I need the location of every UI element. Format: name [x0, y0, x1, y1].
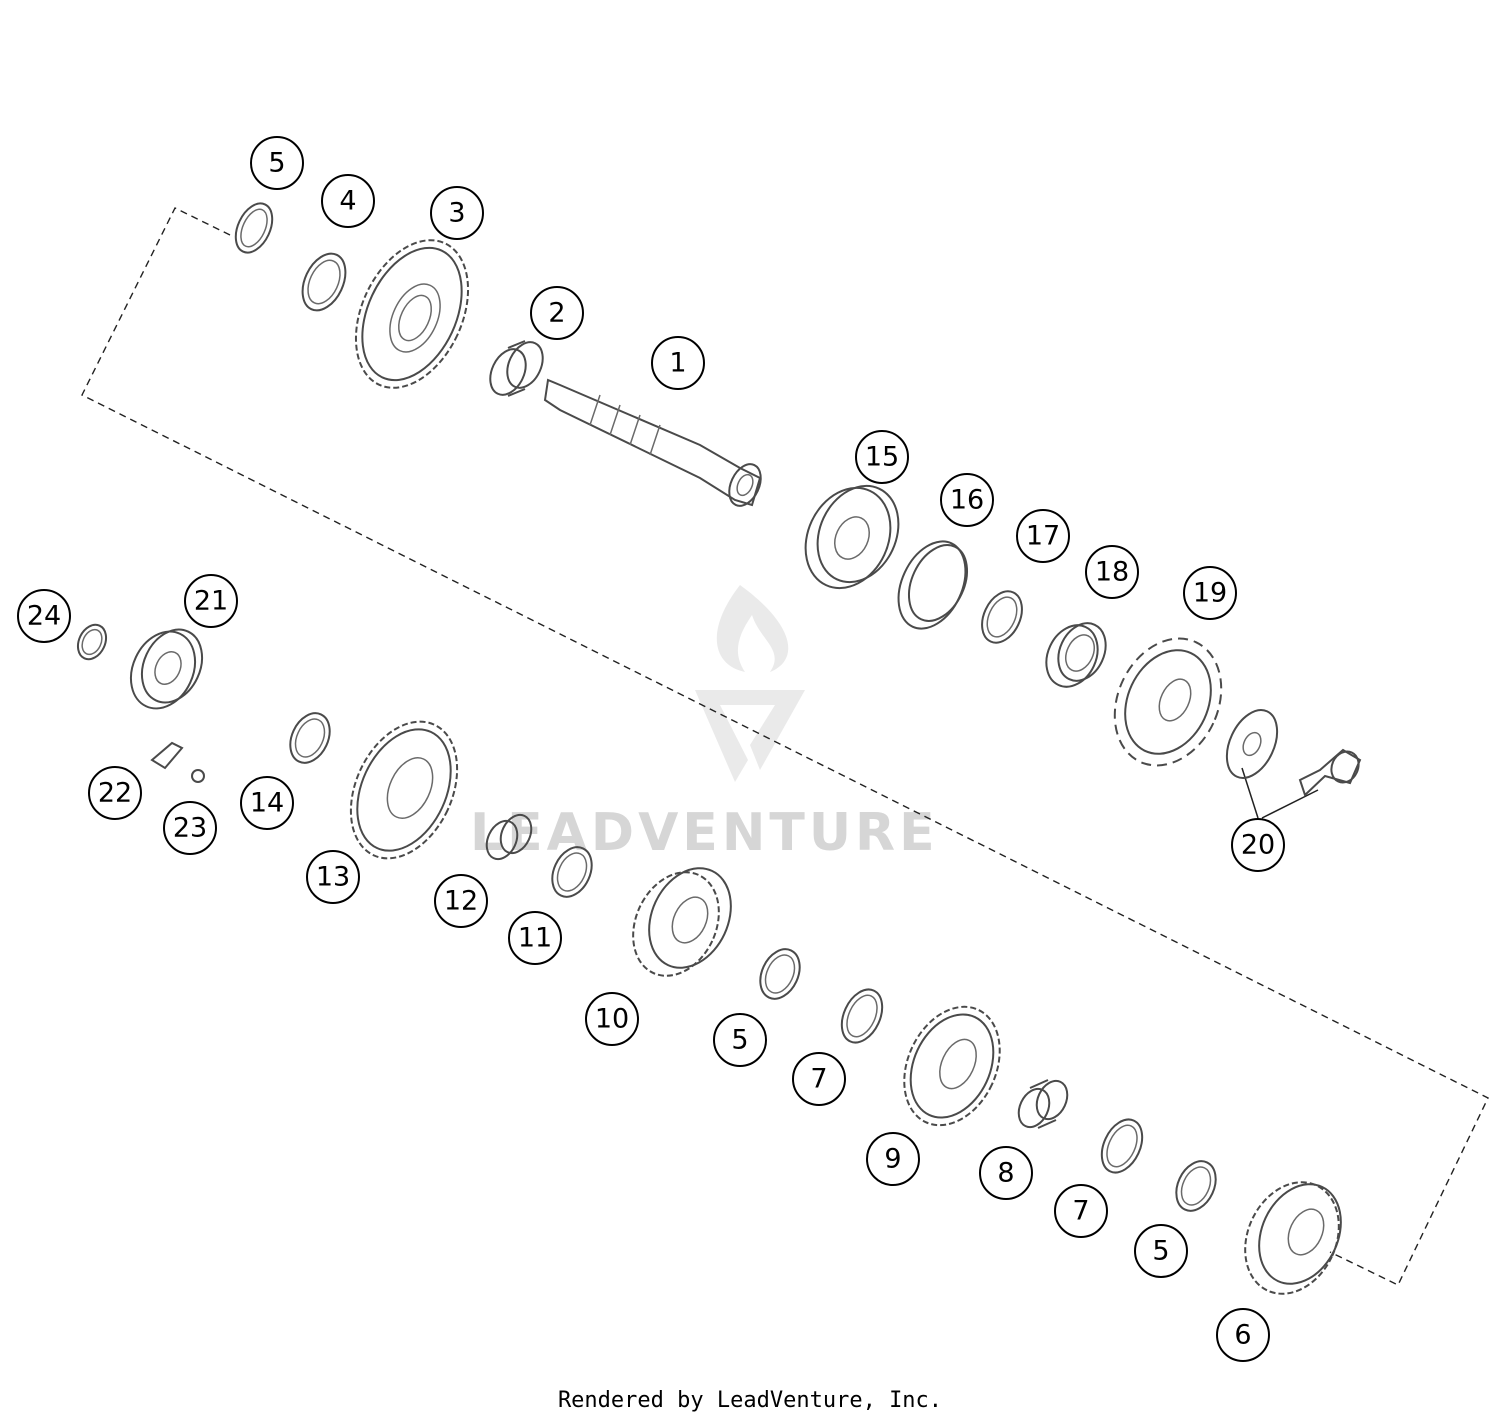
callout-15: 15 — [855, 430, 909, 484]
callout-23: 23 — [163, 801, 217, 855]
svg-text:8: 8 — [997, 1158, 1014, 1189]
svg-text:19: 19 — [1193, 578, 1227, 609]
callout-17: 17 — [1016, 509, 1070, 563]
part-12-bushing — [485, 813, 533, 861]
svg-text:24: 24 — [27, 601, 61, 632]
part-3-gear — [354, 239, 470, 389]
callout-7-lower: 7 — [1054, 1184, 1108, 1238]
callout-9: 9 — [866, 1132, 920, 1186]
callout-11: 11 — [508, 911, 562, 965]
callout-5-lower: 5 — [1134, 1224, 1188, 1278]
leader-20b — [1261, 789, 1319, 819]
callout-22: 22 — [88, 766, 142, 820]
svg-text:14: 14 — [250, 788, 284, 819]
svg-text:9: 9 — [884, 1144, 901, 1175]
part-5-circlip-lower — [1175, 1160, 1217, 1212]
part-19-sprocket — [1113, 637, 1223, 767]
watermark-logo — [695, 585, 805, 782]
callout-10: 10 — [585, 992, 639, 1046]
part-14-washer — [289, 712, 331, 764]
callout-18: 18 — [1085, 545, 1139, 599]
part-11-washer — [551, 846, 593, 898]
callout-13: 13 — [306, 850, 360, 904]
part-20-washer-bolt — [1225, 709, 1362, 797]
svg-text:21: 21 — [194, 586, 228, 617]
callout-5-middle: 5 — [713, 1013, 767, 1067]
part-1-shaft — [543, 378, 762, 507]
part-4-washer — [301, 252, 347, 312]
callout-3: 3 — [430, 186, 484, 240]
callout-21: 21 — [184, 574, 238, 628]
callout-16: 16 — [940, 473, 994, 527]
svg-text:22: 22 — [98, 778, 132, 809]
callout-8: 8 — [979, 1146, 1033, 1200]
svg-text:5: 5 — [268, 148, 285, 179]
part-24-circlip — [76, 623, 108, 661]
part-17-oring — [981, 590, 1023, 644]
svg-text:20: 20 — [1241, 830, 1275, 861]
callout-20: 20 — [1231, 818, 1285, 872]
callout-1: 1 — [651, 336, 705, 390]
callout-4: 4 — [321, 174, 375, 228]
part-15-bearing — [804, 484, 900, 590]
svg-text:3: 3 — [448, 198, 465, 229]
svg-text:4: 4 — [339, 186, 356, 217]
svg-text:10: 10 — [595, 1004, 629, 1035]
svg-text:5: 5 — [731, 1025, 748, 1056]
part-21-bearing — [129, 628, 204, 710]
svg-text:11: 11 — [518, 923, 552, 954]
part-2-bushing — [489, 340, 544, 397]
assembly-outline — [81, 207, 1489, 1286]
callout-2: 2 — [530, 286, 584, 340]
part-22-pin — [150, 741, 184, 770]
callout-14: 14 — [240, 776, 294, 830]
svg-text:7: 7 — [810, 1064, 827, 1095]
svg-text:2: 2 — [548, 298, 565, 329]
part-7-washer-middle — [840, 988, 884, 1044]
callout-24: 24 — [17, 589, 71, 643]
part-18-spacer — [1045, 622, 1107, 688]
part-9-gear — [903, 1005, 1001, 1127]
part-7-washer-lower — [1100, 1118, 1144, 1174]
leader-20a — [1241, 767, 1259, 819]
callout-7-middle: 7 — [792, 1052, 846, 1106]
svg-text:1: 1 — [669, 348, 686, 379]
part-10-gear — [632, 867, 732, 977]
callout-12: 12 — [434, 874, 488, 928]
part-23-nut — [191, 769, 205, 783]
part-6-gear — [1244, 1181, 1342, 1295]
svg-text:7: 7 — [1072, 1196, 1089, 1227]
svg-text:13: 13 — [316, 862, 350, 893]
part-5-circlip-middle — [759, 948, 801, 1000]
svg-text:6: 6 — [1234, 1320, 1251, 1351]
part-8-needle-bearing — [1017, 1079, 1069, 1129]
svg-text:18: 18 — [1095, 557, 1129, 588]
callout-6: 6 — [1216, 1308, 1270, 1362]
svg-text:23: 23 — [173, 813, 207, 844]
part-16-seal — [897, 540, 969, 630]
watermark-text: LEADVENTURE — [470, 803, 939, 863]
svg-text:12: 12 — [444, 886, 478, 917]
part-13-gear — [349, 720, 459, 860]
part-5-circlip-top — [234, 202, 274, 254]
callout-5-top: 5 — [250, 136, 304, 190]
callout-19: 19 — [1183, 566, 1237, 620]
svg-text:5: 5 — [1152, 1236, 1169, 1267]
footer-credit: Rendered by LeadVenture, Inc. — [557, 1388, 943, 1413]
svg-text:16: 16 — [950, 485, 984, 516]
svg-text:15: 15 — [865, 442, 899, 473]
svg-text:17: 17 — [1026, 521, 1060, 552]
